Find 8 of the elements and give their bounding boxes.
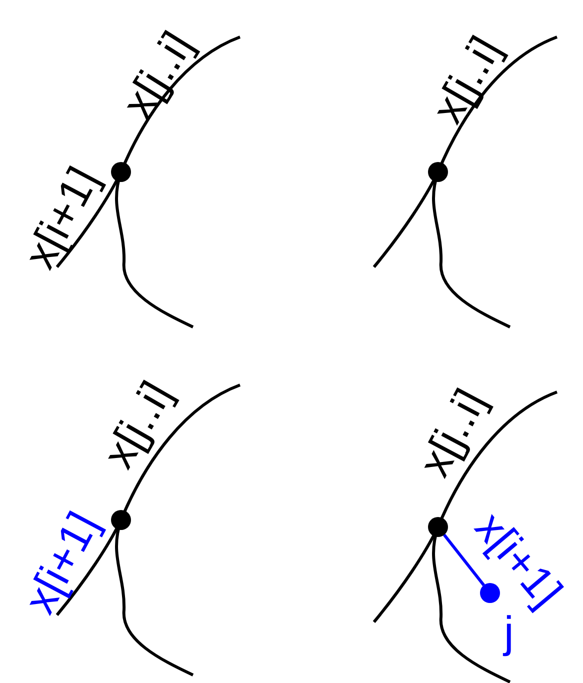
point-label: j <box>504 611 514 655</box>
point-dot <box>480 583 500 603</box>
curve-label: x[j..i] <box>412 382 494 484</box>
point-dot <box>428 162 448 182</box>
point-dot <box>428 517 448 537</box>
connector-line <box>443 534 485 586</box>
point-dot <box>111 510 131 530</box>
point-dot <box>111 162 131 182</box>
